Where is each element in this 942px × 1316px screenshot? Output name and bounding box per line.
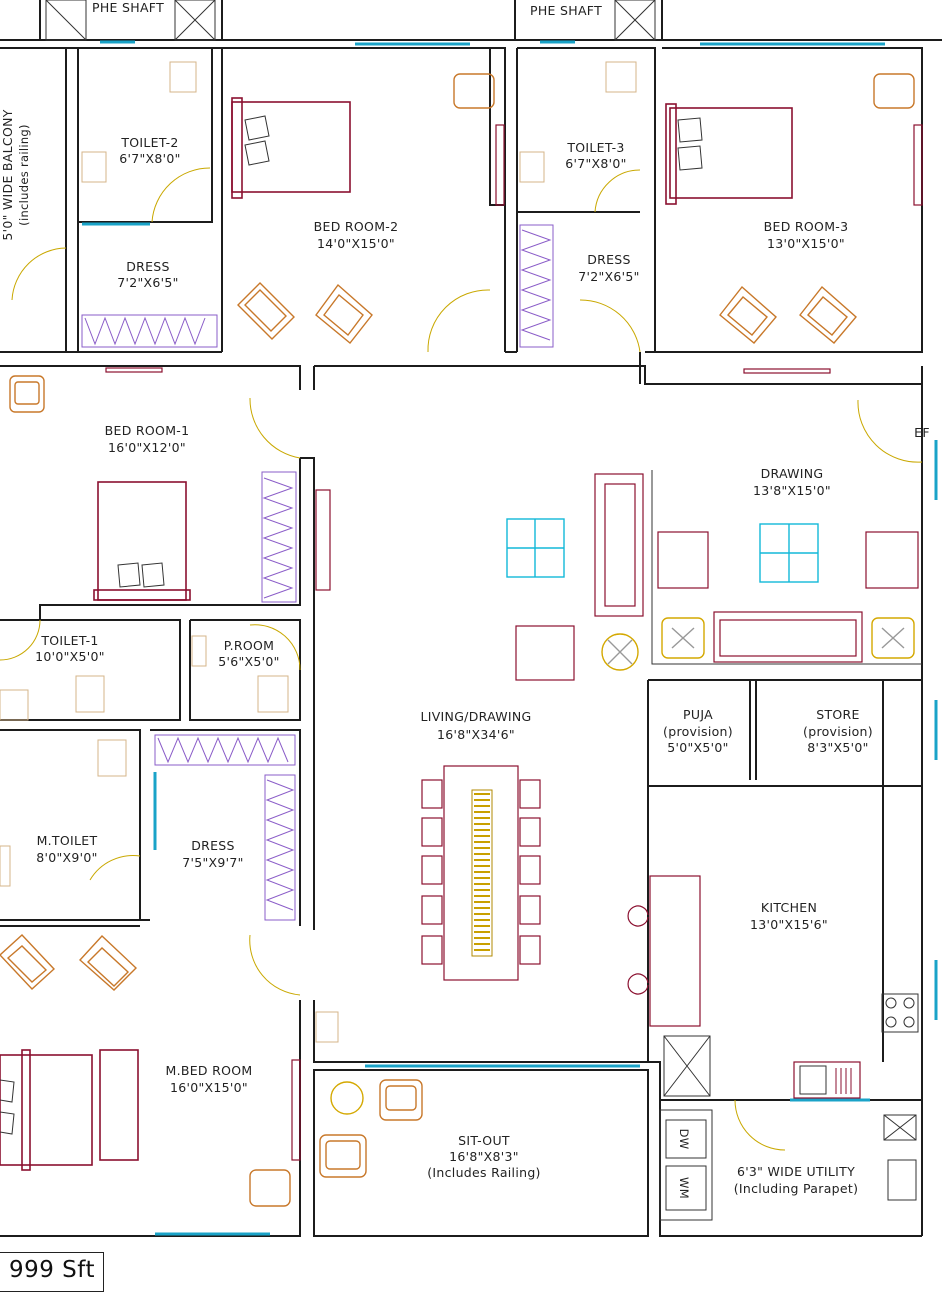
toilet-1-name: TOILET-1: [40, 633, 98, 648]
utility-note: (Including Parapet): [734, 1181, 859, 1196]
area-label-box: 999 Sft: [0, 1252, 104, 1292]
m-bed-room-name: M.BED ROOM: [166, 1063, 253, 1078]
beds: [0, 97, 793, 1171]
armchairs: [0, 73, 915, 1207]
dress-2-name: DRESS: [587, 252, 631, 267]
phe-shaft-2-label: PHE SHAFT: [530, 3, 602, 18]
dw-label: DW: [677, 1129, 691, 1150]
dress-3-dim: 7'5"X9'7": [182, 855, 243, 870]
toilet-2-name: TOILET-2: [120, 135, 178, 150]
area-label: 999 Sft: [8, 1257, 95, 1283]
dress-3-name: DRESS: [191, 838, 235, 853]
sit-out-note: (Includes Railing): [427, 1165, 541, 1180]
m-bed-room-dim: 16'0"X15'0": [170, 1080, 248, 1095]
store-note: (provision): [803, 724, 873, 739]
bed-room-1-dim: 16'0"X12'0": [108, 440, 186, 455]
walls: [0, 0, 942, 1237]
toilet-1-dim: 10'0"X5'0": [35, 649, 105, 664]
store-dim: 8'3"X5'0": [807, 740, 868, 755]
wm-label: WM: [677, 1177, 691, 1199]
windows: [82, 40, 938, 1236]
phe-shaft-1-label: PHE SHAFT: [92, 0, 164, 15]
sit-out-dim: 16'8"X8'3": [449, 1149, 519, 1164]
toilet-3-name: TOILET-3: [566, 140, 624, 155]
m-toilet-name: M.TOILET: [37, 833, 98, 848]
bed-room-1-name: BED ROOM-1: [105, 423, 190, 438]
drawing-dim: 13'8"X15'0": [753, 483, 831, 498]
bed-room-3-dim: 13'0"X15'0": [767, 236, 845, 251]
toilet-3-dim: 6'7"X8'0": [565, 156, 626, 171]
ef-label: EF: [914, 425, 930, 440]
sofas-and-tables: [0, 61, 923, 1211]
drawing-name: DRAWING: [761, 466, 824, 481]
dress-1-name: DRESS: [126, 259, 170, 274]
p-room-name: P.ROOM: [224, 638, 275, 653]
door-swings: [0, 167, 923, 1151]
puja-dim: 5'0"X5'0": [667, 740, 728, 755]
balcony-note: (includes railing): [17, 124, 31, 226]
puja-note: (provision): [663, 724, 733, 739]
store-name: STORE: [816, 707, 860, 722]
sit-out-name: SIT-OUT: [458, 1133, 510, 1148]
bed-room-2-name: BED ROOM-2: [314, 219, 399, 234]
room-labels: PHE SHAFT PHE SHAFT 5'0" WIDE BALCONY (i…: [0, 0, 930, 1199]
dress-1-dim: 7'2"X6'5": [117, 275, 178, 290]
balcony-label: 5'0" WIDE BALCONY: [0, 109, 15, 240]
wardrobes: [81, 224, 554, 921]
bed-room-3-name: BED ROOM-3: [764, 219, 849, 234]
kitchen-dim: 13'0"X15'6": [750, 917, 828, 932]
m-toilet-dim: 8'0"X9'0": [36, 850, 97, 865]
living-dim: 16'8"X34'6": [437, 727, 515, 742]
bed-room-2-dim: 14'0"X15'0": [317, 236, 395, 251]
toilet-2-dim: 6'7"X8'0": [119, 151, 180, 166]
puja-name: PUJA: [683, 707, 713, 722]
p-room-dim: 5'6"X5'0": [218, 654, 279, 669]
living-name: LIVING/DRAWING: [420, 709, 531, 724]
utility-name: 6'3" WIDE UTILITY: [737, 1164, 855, 1179]
dress-2-dim: 7'2"X6'5": [578, 269, 639, 284]
kitchen-name: KITCHEN: [761, 900, 817, 915]
